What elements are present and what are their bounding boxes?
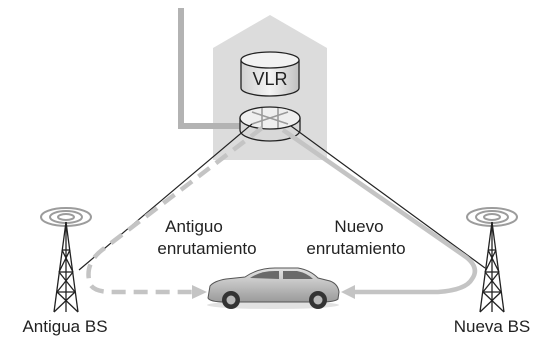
vlr-database: VLR [240,51,300,97]
vlr-label: VLR [252,69,287,89]
antenna-icon [40,207,92,313]
old-route-label-2: enrutamiento [157,239,256,258]
network-link [178,8,268,129]
old-route-label-1: Antiguo [165,217,223,236]
new-route-label-1: Nuevo [334,217,383,236]
link-old-bs [78,123,253,271]
car-icon [207,267,340,309]
link-new-bs [290,125,486,269]
new-bs-label: Nueva BS [454,317,531,336]
old-route-arrow [86,126,264,299]
new-route-arrow [281,128,478,299]
antenna-icon [466,207,518,313]
new-route-label-2: enrutamiento [306,239,405,258]
old-bs-label: Antigua BS [22,317,107,336]
